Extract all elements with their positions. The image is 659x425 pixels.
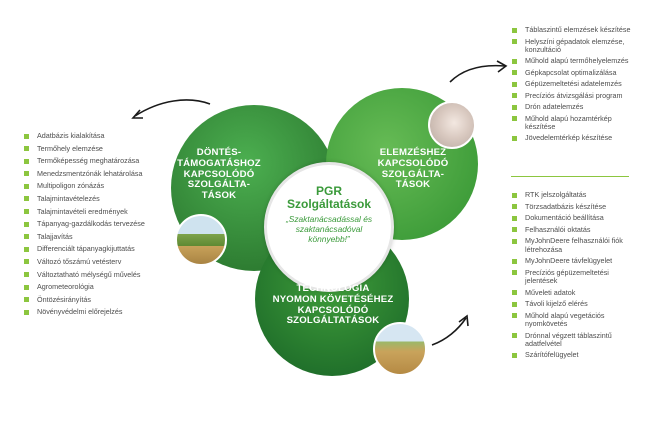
list-item: Távoli kijelző elérés [511, 299, 636, 308]
list-item: MyJohnDeere távfelügyelet [511, 256, 636, 265]
list-item: Talajmintavételezés [23, 194, 193, 203]
list-divider [511, 176, 629, 177]
list-item: Gépkapcsolat optimalizálása [511, 68, 636, 77]
list-item: Talajmintavételi eredmények [23, 207, 193, 216]
list-item: Dokumentáció beállítása [511, 213, 636, 222]
analysis-label: ELEMZÉSHEZ KAPCSOLÓDÓ SZOLGÁLTA- TÁSOK [377, 147, 449, 191]
decision-support-label: DÖNTÉS- TÁMOGATÁSHOZ KAPCSOLÓDÓ SZOLGÁLT… [177, 147, 261, 202]
list-item: Menedzsmentzónák lehatárolása [23, 169, 193, 178]
list-item: Termőképesség meghatározása [23, 156, 193, 165]
list-item: Adatbázis kialakítása [23, 131, 193, 140]
list-item: Drónnal végzett táblaszintű adatfelvétel [511, 331, 636, 348]
list-item: Agrometeorológia [23, 282, 193, 291]
list-item: Műhold alapú hozamtérkép készítése [511, 114, 636, 131]
list-item: Precíziós gépüzemeltetési jelentések [511, 268, 636, 285]
list-item: Gépüzemeltetési adatelemzés [511, 79, 636, 88]
center-title: PGR Szolgáltatások [286, 184, 372, 211]
farmers-field-photo [373, 322, 427, 376]
list-item: Szárítófelügyelet [511, 351, 636, 359]
list-item: Törzsadatbázis készítése [511, 202, 636, 211]
list-item: Drón adatelemzés [511, 102, 636, 111]
list-item: RTK jelszolgáltatás [511, 190, 636, 199]
list-item: Helyszíni gépadatok elemzése, konzultáci… [511, 37, 636, 54]
tracking-label: TECHNOLÓGIA NYOMON KÖVETÉSÉHEZ KAPCSOLÓD… [272, 283, 394, 327]
list-item: Öntözésirányítás [23, 295, 193, 304]
list-item: Változtatható mélységű művelés [23, 270, 193, 279]
center-subtitle: „Szaktanácsadással és szaktanácsadóval k… [285, 214, 373, 244]
list-item: Talajjavítás [23, 232, 193, 241]
list-item: Differenciált tápanyagkijuttatás [23, 245, 193, 253]
list-item: Táblaszintű elemzések készítése [511, 25, 636, 34]
list-item: Termőhely elemzése [23, 144, 193, 153]
list-item: Precíziós átvizsgálási program [511, 91, 636, 100]
list-item: Műhold alapú termőhelyelemzés [511, 56, 636, 65]
list-item: Műveleti adatok [511, 288, 636, 297]
list-item: Tápanyag-gazdálkodás tervezése [23, 219, 193, 228]
list-item: MyJohnDeere felhasználói fiók létrehozás… [511, 237, 636, 253]
list-item: Felhasználói oktatás [511, 225, 636, 234]
field-sprayer-photo [175, 214, 227, 266]
digital-hands-photo [428, 101, 476, 149]
list-item: Multipoligon zónázás [23, 182, 193, 190]
list-item: Változó tőszámú vetésterv [23, 257, 193, 266]
center-circle [264, 162, 394, 292]
list-item: Jövedelemtérkép készítése [511, 134, 636, 142]
list-item: Növényvédelmi előrejelzés [23, 308, 193, 316]
list-item: Műhold alapú vegetációs nyomkövetés [511, 311, 636, 328]
